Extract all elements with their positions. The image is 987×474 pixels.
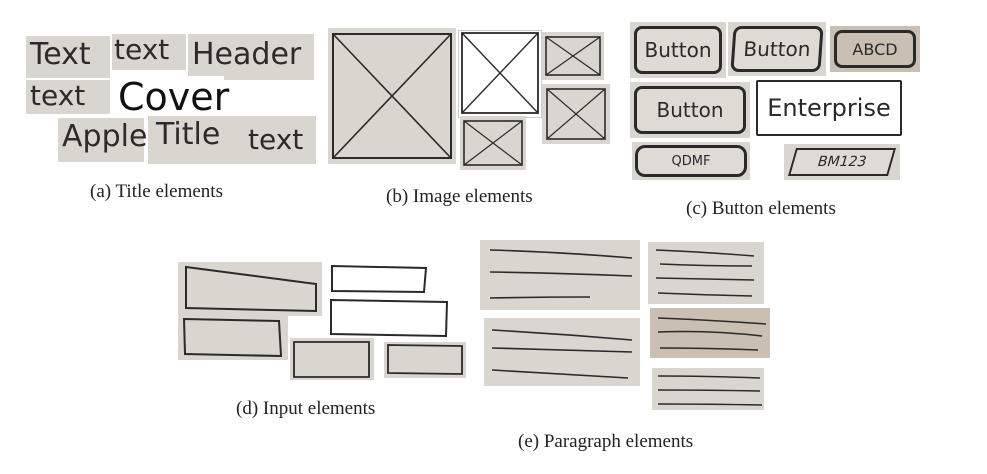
caption-image-elements: (b) Image elements (386, 186, 533, 207)
caption-button-elements: (c) Button elements (686, 198, 836, 219)
title-tile (26, 36, 110, 78)
input-tile (178, 316, 288, 360)
title-tile (148, 116, 316, 164)
handwritten-title-word: text (114, 33, 170, 66)
handwritten-title-word: text (30, 79, 86, 112)
title-tile (26, 80, 110, 114)
input-tile (384, 342, 466, 378)
sketch-button: Button (634, 26, 722, 74)
title-tile (112, 34, 186, 70)
handwritten-title-word: Title (156, 117, 221, 152)
sketch-button: QDMF (635, 145, 747, 177)
input-tile (328, 296, 452, 340)
title-tile (114, 76, 224, 118)
handwritten-title-word: Cover (118, 75, 230, 119)
handwritten-title-word: Text (30, 37, 91, 72)
caption-paragraph-elements: (e) Paragraph elements (518, 431, 694, 452)
title-tile (188, 34, 314, 80)
caption-input-elements: (d) Input elements (236, 398, 376, 419)
handwritten-title-word: Header (192, 37, 302, 72)
caption-title-elements: (a) Title elements (90, 181, 223, 202)
input-tile (178, 262, 322, 316)
paragraph-tile (652, 368, 764, 410)
handwritten-title-word: text (248, 123, 304, 156)
sketch-button: ABCD (834, 30, 916, 68)
sketch-button: Enterprise (756, 80, 902, 136)
sketch-button: Button (634, 86, 746, 134)
title-tile (58, 118, 144, 162)
handwritten-title-word: Apple (62, 119, 148, 154)
input-tile (290, 338, 374, 380)
